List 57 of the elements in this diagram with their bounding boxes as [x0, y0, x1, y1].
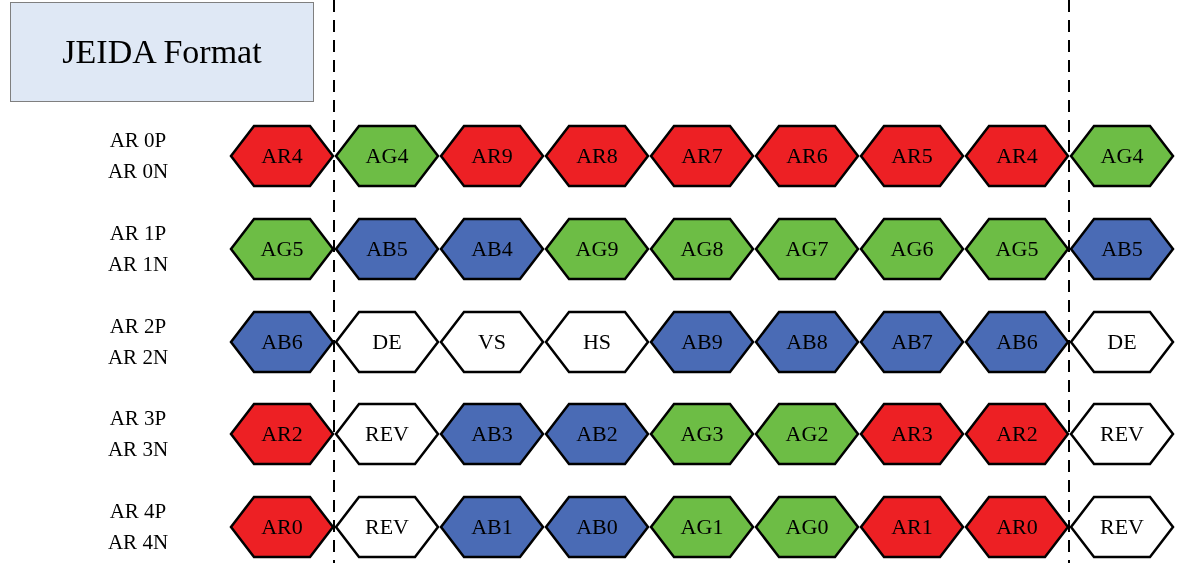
channel-label: AR 1P [108, 221, 168, 245]
bit-label: HS [582, 329, 612, 355]
bit-label: REV [365, 421, 409, 447]
bit-label: AR1 [891, 514, 933, 540]
channel-label: AR 2N [106, 345, 170, 369]
bit-label: AR2 [996, 421, 1038, 447]
bit-label: DE [1107, 329, 1137, 355]
channel-label: AR 0N [106, 159, 170, 183]
bit-label: AG4 [1100, 143, 1144, 169]
bit-label: REV [1100, 514, 1144, 540]
bit-label: AG8 [680, 236, 724, 262]
bit-label: DE [372, 329, 402, 355]
bit-label: AG5 [995, 236, 1039, 262]
bit-label: AB4 [471, 236, 513, 262]
bit-label: AB0 [576, 514, 618, 540]
bit-label: AB8 [786, 329, 828, 355]
bit-label: AR4 [996, 143, 1038, 169]
bit-label: AB2 [576, 421, 618, 447]
bit-label: AR0 [996, 514, 1038, 540]
bit-label: AB3 [471, 421, 513, 447]
bit-label: REV [365, 514, 409, 540]
bit-label: AR5 [891, 143, 933, 169]
channel-label: AR 0P [108, 128, 168, 152]
bit-label: VS [477, 329, 507, 355]
bit-label: REV [1100, 421, 1144, 447]
channel-label: AR 3N [106, 437, 170, 461]
channel-label: AR 4P [108, 499, 168, 523]
bit-label: AR8 [576, 143, 618, 169]
bit-label: AG7 [785, 236, 829, 262]
bit-label: AB6 [996, 329, 1038, 355]
bit-label: AG6 [890, 236, 934, 262]
bit-label: AB7 [891, 329, 933, 355]
bit-label: AB6 [261, 329, 303, 355]
bit-label: AG5 [260, 236, 304, 262]
bit-label: AR6 [786, 143, 828, 169]
bit-label: AG3 [680, 421, 724, 447]
bit-label: AG9 [575, 236, 619, 262]
bit-label: AR3 [891, 421, 933, 447]
bit-label: AB5 [366, 236, 408, 262]
bit-label: AR4 [261, 143, 303, 169]
bit-label: AR7 [681, 143, 723, 169]
title-box [10, 2, 314, 102]
bit-label: AG1 [680, 514, 724, 540]
channel-label: AR 1N [106, 252, 170, 276]
bit-label: AG0 [785, 514, 829, 540]
bit-label: AB9 [681, 329, 723, 355]
channel-label: AR 4N [106, 530, 170, 554]
channel-label: AR 3P [108, 406, 168, 430]
bit-label: AR0 [261, 514, 303, 540]
title-text: JEIDA Format [62, 33, 262, 71]
bit-label: AG2 [785, 421, 829, 447]
bit-label: AG4 [365, 143, 409, 169]
channel-label: AR 2P [108, 314, 168, 338]
bit-label: AR9 [471, 143, 513, 169]
bit-label: AR2 [261, 421, 303, 447]
bit-label: AB5 [1101, 236, 1143, 262]
bit-label: AB1 [471, 514, 513, 540]
